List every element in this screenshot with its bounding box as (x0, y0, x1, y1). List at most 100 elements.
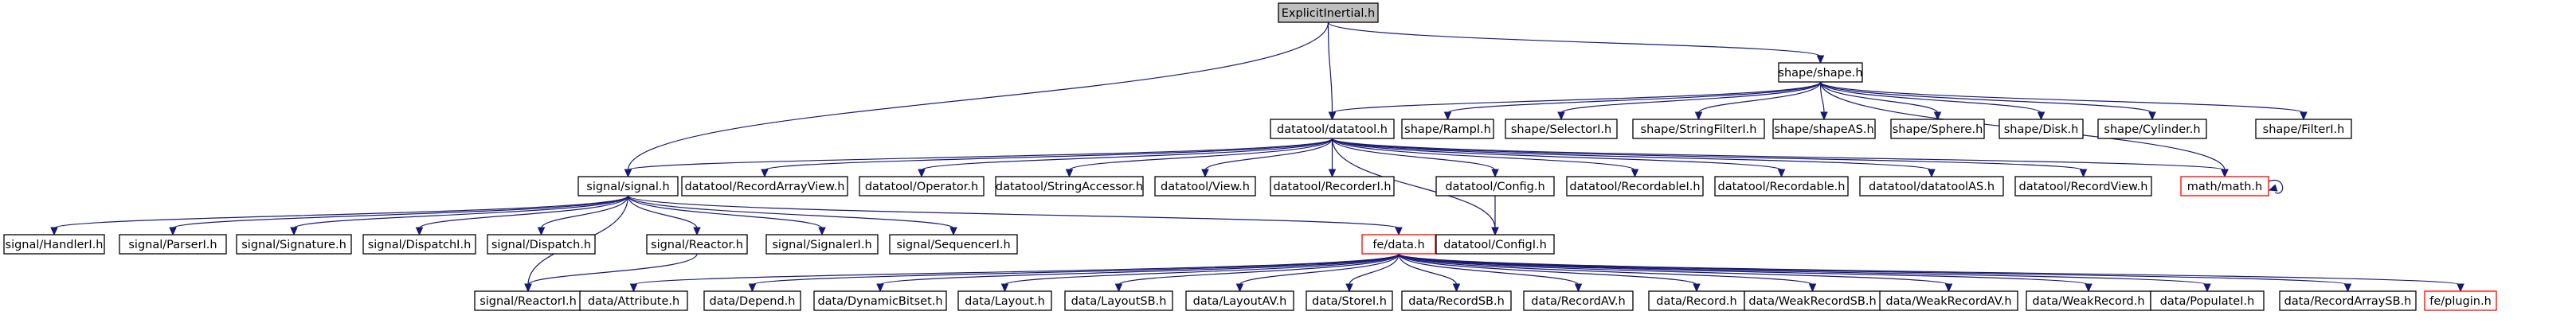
node-shape-shapeas[interactable]: shape/shapeAS.h (1772, 119, 1876, 139)
edge-arrowhead (415, 227, 424, 236)
node-label: signal/ParserI.h (128, 239, 217, 251)
node-shape-selectori[interactable]: shape/SelectorI.h (1505, 119, 1618, 139)
node-label: shape/FilterI.h (2263, 123, 2345, 136)
node-datatool-datatool[interactable]: datatool/datatool.h (1270, 119, 1395, 139)
edge-line (627, 195, 1400, 229)
node-signal-handleri[interactable]: signal/HandlerI.h (3, 234, 105, 255)
node-explicit-inertial[interactable]: ExplicitInertial.h (1278, 2, 1379, 23)
node-shape-stringfilteri[interactable]: shape/StringFilterI.h (1632, 119, 1765, 139)
edge-datatool-datatool-to-datatool-recordarrayview (761, 138, 1333, 178)
node-datatool-recordable[interactable]: datatool/Recordable.h (1714, 176, 1849, 197)
edge-line (1819, 81, 2304, 114)
node-signal-reactor[interactable]: signal/Reactor.h (646, 234, 748, 255)
edge-arrowhead (1395, 227, 1403, 236)
node-signal-signal[interactable]: signal/signal.h (577, 176, 679, 197)
edge-datatool-datatool-to-datatool-view (1201, 138, 1333, 178)
edge-datatool-datatool-to-datatool-config (1331, 138, 1499, 178)
node-datatool-configi[interactable]: datatool/ConfigI.h (1435, 234, 1555, 255)
node-data-recordsb[interactable]: data/RecordSB.h (1401, 290, 1512, 311)
edge-signal-signal-to-signal-signature (290, 195, 629, 236)
node-box (1505, 119, 1618, 139)
node-datatool-operator[interactable]: datatool/Operator.h (859, 176, 985, 197)
node-signal-parseri[interactable]: signal/ParserI.h (119, 234, 227, 255)
node-box (957, 290, 1052, 311)
node-label: shape/Disk.h (2004, 123, 2079, 136)
node-box (1278, 2, 1379, 23)
node-datatool-recordablei[interactable]: datatool/RecordableI.h (1566, 176, 1704, 197)
edge-line (1327, 21, 1333, 114)
edge-arrowhead (537, 227, 546, 236)
node-data-weakrecordsb[interactable]: data/WeakRecordSB.h (1744, 290, 1881, 311)
node-signal-signature[interactable]: signal/Signature.h (236, 234, 352, 255)
edge-line (1331, 138, 1932, 171)
node-box (1648, 290, 1745, 311)
node-datatool-recordview[interactable]: datatool/RecordView.h (2014, 176, 2152, 197)
node-data-layoutsb[interactable]: data/LayoutSB.h (1064, 290, 1173, 311)
node-label: data/Layout.h (965, 295, 1045, 308)
node-signal-dispatchi[interactable]: signal/DispatchI.h (362, 234, 476, 255)
edge-arrowhead (1944, 283, 1953, 293)
node-data-storei[interactable]: data/StoreI.h (1306, 290, 1393, 311)
node-data-weakrecordav[interactable]: data/WeakRecordAV.h (1879, 290, 2018, 311)
node-fe-data[interactable]: fe/data.h (1361, 234, 1436, 255)
edge-explicit-inertial-to-shape-shape (1327, 21, 1825, 64)
node-box (2150, 290, 2265, 311)
node-fe-plugin[interactable]: fe/plugin.h (2424, 290, 2497, 311)
edge-line (632, 253, 1400, 286)
edge-line (1331, 138, 1496, 229)
node-label: data/LayoutSB.h (1071, 295, 1167, 308)
edge-arrowhead (693, 227, 701, 236)
node-signal-reactori[interactable]: signal/ReactorI.h (474, 290, 582, 311)
node-data-dynamicbitset[interactable]: data/DynamicBitset.h (813, 290, 947, 311)
node-shape-rampi[interactable]: shape/RampI.h (1401, 119, 1494, 139)
node-data-recordarraysb[interactable]: data/RecordArraySB.h (2279, 290, 2417, 311)
edge-shape-shape-to-datatool-datatool (1328, 81, 1822, 121)
node-data-record[interactable]: data/Record.h (1648, 290, 1745, 311)
node-box (765, 234, 879, 255)
node-shape-sphere[interactable]: shape/Sphere.h (1890, 119, 1985, 139)
edge-line (1398, 253, 1950, 286)
edge-arrowhead (1328, 111, 1337, 121)
node-datatool-recorderi[interactable]: datatool/RecorderI.h (1270, 176, 1395, 197)
node-shape-disk[interactable]: shape/Disk.h (1999, 119, 2084, 139)
edge-datatool-datatool-to-datatool-stringaccessor (1065, 138, 1333, 178)
node-data-layoutav[interactable]: data/LayoutAV.h (1185, 290, 1294, 311)
node-label: datatool/ConfigI.h (1443, 239, 1547, 251)
node-signal-sequenceri[interactable]: signal/SequencerI.h (889, 234, 1018, 255)
node-shape-cylinder[interactable]: shape/Cylinder.h (2097, 119, 2207, 139)
edge-arrowhead (1933, 111, 1942, 121)
node-data-weakrecord[interactable]: data/WeakRecord.h (2026, 290, 2151, 311)
node-datatool-stringaccessor[interactable]: datatool/StringAccessor.h (995, 176, 1144, 197)
edge-line (627, 138, 1333, 171)
edge-line (627, 195, 954, 229)
edge-line (1327, 21, 1822, 57)
node-signal-signaleri[interactable]: signal/SignalerI.h (765, 234, 879, 255)
edge-arrowhead (2148, 111, 2156, 121)
node-shape-shape[interactable]: shape/shape.h (1778, 62, 1863, 83)
node-box (1890, 119, 1985, 139)
edge-arrowhead (1443, 111, 1452, 121)
edge-arrowhead (1631, 169, 1639, 178)
node-datatool-datatoolas[interactable]: datatool/datatoolAS.h (1859, 176, 2004, 197)
node-signal-dispatch[interactable]: signal/Dispatch.h (487, 234, 596, 255)
node-data-recordav[interactable]: data/RecordAV.h (1523, 290, 1634, 311)
edge-signal-signal-to-signal-dispatchi (415, 195, 629, 236)
node-datatool-config[interactable]: datatool/Config.h (1435, 176, 1555, 197)
node-label: signal/Signature.h (241, 239, 346, 251)
node-data-populatei[interactable]: data/PopulateI.h (2150, 290, 2265, 311)
edge-line (1118, 253, 1400, 286)
node-data-attribute[interactable]: data/Attribute.h (579, 290, 688, 311)
node-label: data/Attribute.h (588, 295, 679, 308)
node-data-depend[interactable]: data/Depend.h (703, 290, 801, 311)
edge-shape-shape-to-shape-shapeas (1819, 81, 1828, 121)
node-data-layout[interactable]: data/Layout.h (957, 290, 1052, 311)
node-datatool-recordarrayview[interactable]: datatool/RecordArrayView.h (681, 176, 848, 197)
edge-fe-data-to-data-layoutav (1235, 253, 1400, 293)
edge-shape-shape-to-shape-filteri (1819, 81, 2308, 121)
edge-line (627, 195, 823, 229)
node-box (1064, 290, 1173, 311)
node-datatool-view[interactable]: datatool/View.h (1154, 176, 1256, 197)
node-shape-filteri[interactable]: shape/FilterI.h (2255, 119, 2352, 139)
node-math-math[interactable]: math/math.h (2180, 176, 2269, 197)
edge-line (540, 195, 629, 229)
